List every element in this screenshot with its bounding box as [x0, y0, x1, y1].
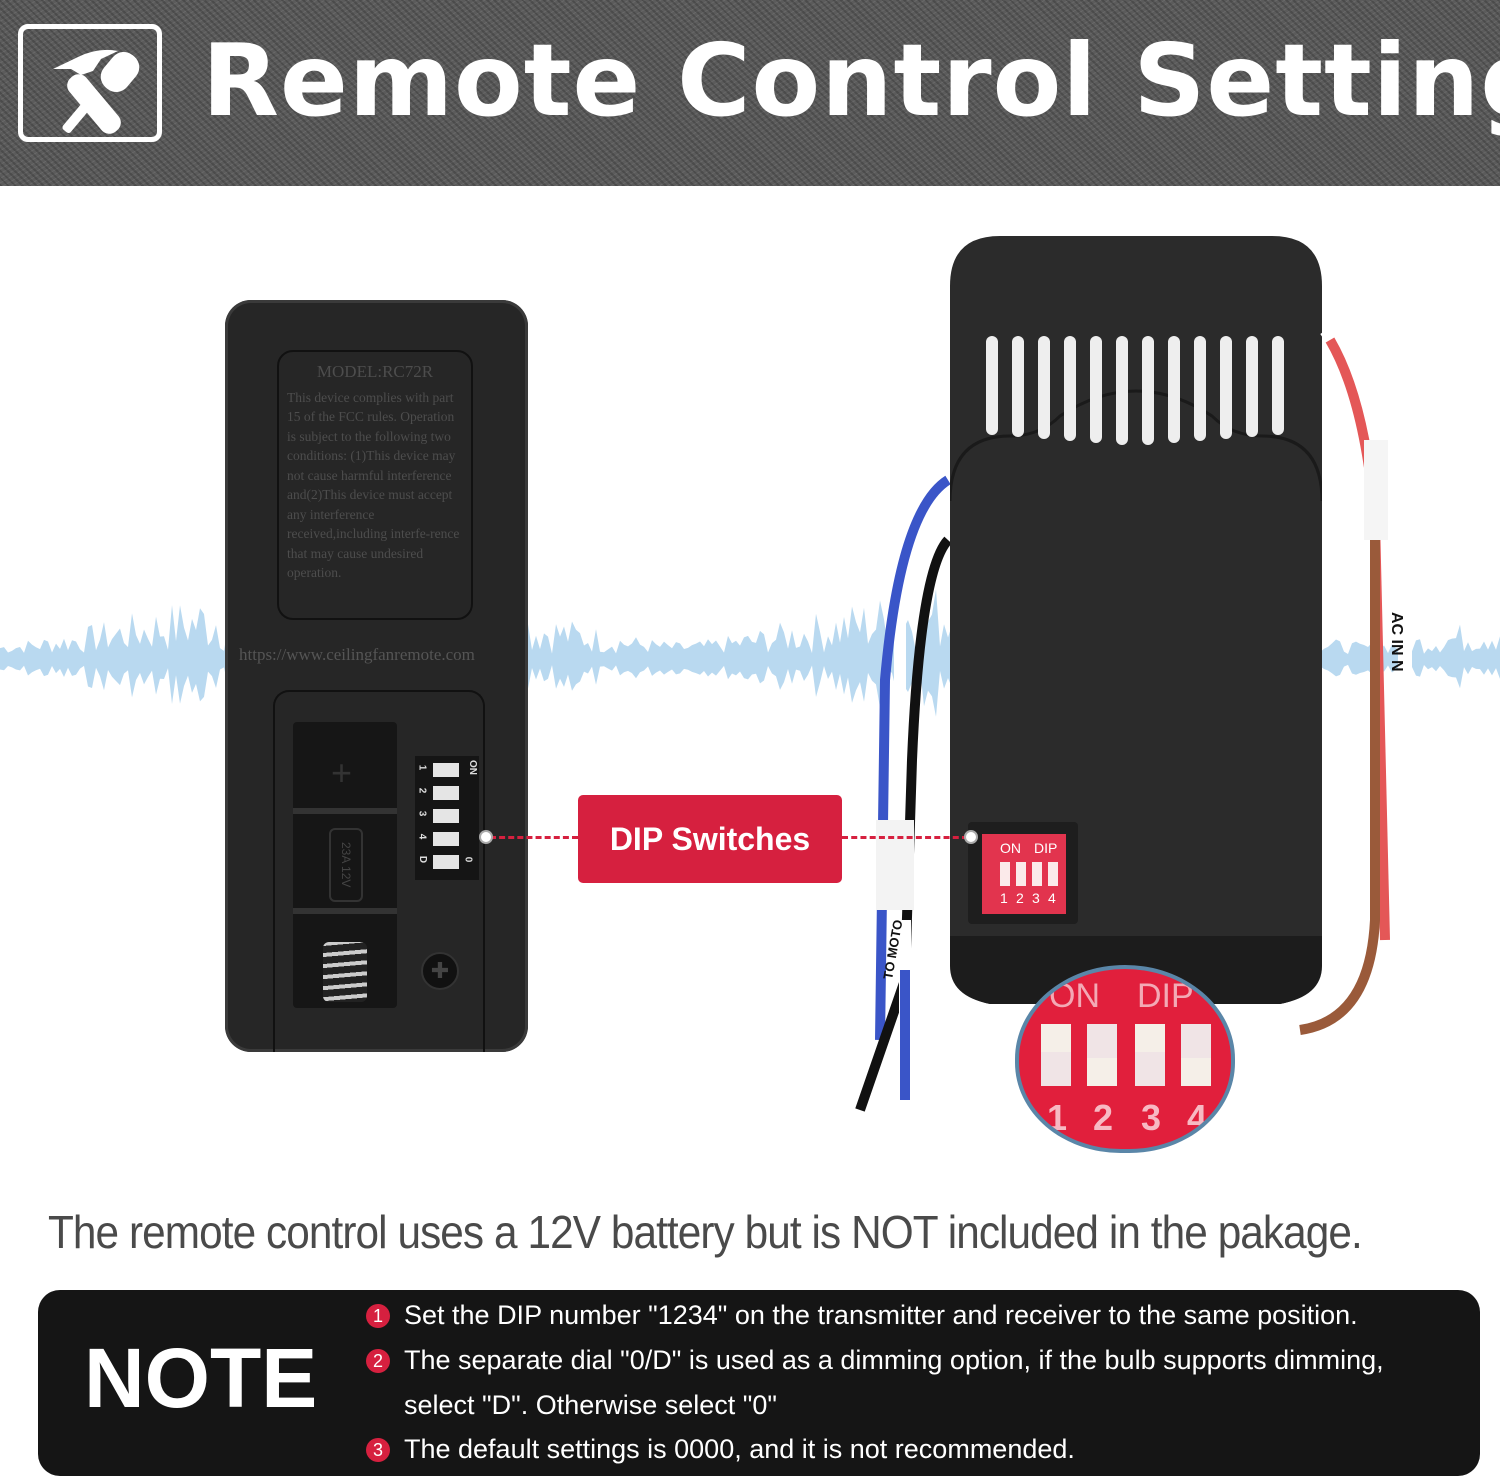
callout-dot [479, 830, 493, 844]
note-item: 2 The separate dial "0/D" is used as a di… [366, 1345, 1384, 1376]
dip-number: 1 [1047, 1097, 1068, 1138]
number-badge-icon: 3 [366, 1438, 390, 1462]
dip-toggle[interactable] [433, 832, 459, 846]
dip-toggle[interactable] [1048, 862, 1058, 886]
dip-number: 3 [1141, 1097, 1162, 1138]
dip-number: 1 [416, 764, 428, 771]
website-url: https://www.ceilingfanremote.com [239, 645, 475, 664]
dip-number: 2 [416, 787, 428, 794]
plus-icon: + [331, 752, 353, 793]
vent-slot [1194, 336, 1206, 441]
vent-slot [1090, 336, 1102, 443]
note-panel: NOTE 1 Set the DIP number "1234" on the t… [38, 1290, 1480, 1476]
battery-caption: The remote control uses a 12V battery bu… [48, 1206, 1363, 1258]
vent-slot [1064, 336, 1076, 441]
receiver-dip-switch[interactable]: ON DIP 1 2 3 4 [968, 822, 1078, 924]
vent-slot [1038, 336, 1050, 439]
vent-slot [1116, 336, 1128, 445]
dip-number: 2 [1016, 890, 1024, 906]
dip-number: 4 [1187, 1097, 1208, 1138]
fcc-label: MODEL:RC72R This device complies with pa… [277, 350, 473, 620]
header-banner: Remote Control Setting [0, 0, 1500, 186]
dip-panel: ON DIP 1 2 3 4 [982, 834, 1066, 914]
fcc-text: This device complies with part 15 of the… [287, 389, 460, 581]
dip-toggle[interactable] [433, 763, 459, 777]
dip-number: 3 [1032, 890, 1040, 906]
vent-slot [1246, 336, 1258, 437]
vent-slot [1012, 336, 1024, 437]
remote-control-back: MODEL:RC72R This device complies with pa… [225, 300, 528, 1052]
dip-toggle[interactable] [433, 809, 459, 823]
dip-toggle[interactable] [1032, 862, 1042, 886]
page-title: Remote Control Setting [202, 22, 1500, 139]
dip-number: 1 [1000, 890, 1008, 906]
note-item: 1 Set the DIP number "1234" on the transm… [366, 1300, 1358, 1331]
vent-slot [1168, 336, 1180, 443]
dip-toggle[interactable] [1016, 862, 1026, 886]
number-badge-icon: 2 [366, 1349, 390, 1373]
callout-dot [964, 830, 978, 844]
battery-contact [293, 808, 397, 814]
dip-label: DIP [1137, 977, 1194, 1015]
dip-number: 4 [416, 833, 428, 840]
dip-toggle [1181, 1024, 1211, 1086]
note-item-continuation: select "D". Otherwise select "0" [404, 1390, 777, 1420]
dip-toggle[interactable] [433, 855, 459, 869]
model-number: MODEL:RC72R [316, 362, 434, 381]
hammer-screwdriver-icon [18, 24, 162, 142]
dip-toggle [1041, 1024, 1071, 1086]
callout-connector-left [490, 836, 578, 839]
screw-icon: ✚ [421, 952, 459, 990]
battery-bay: + 23A 12V 1 2 3 4 D ON 0 ✚ [273, 690, 485, 1052]
battery-type-label: 23A 12V [329, 828, 363, 902]
remote-dip-switch[interactable]: 1 2 3 4 D ON 0 [415, 756, 479, 880]
dip-label: DIP [1034, 840, 1058, 856]
wires-left: TO MOTO [855, 284, 950, 1112]
dip-toggle [1087, 1024, 1117, 1086]
spring-icon [323, 942, 367, 1002]
battery-slot: + 23A 12V [293, 722, 397, 1008]
note-text: Set the DIP number "1234" on the transmi… [404, 1300, 1358, 1330]
wires-right: AC IN N [1299, 325, 1412, 1035]
dip-toggle[interactable] [1000, 862, 1010, 886]
vent-slot [986, 336, 998, 435]
dip-zoom-bubble: ON DIP 1 2 3 4 [1015, 965, 1235, 1153]
dip-zero-label: 0 [462, 856, 474, 863]
vent-slot [1142, 336, 1154, 445]
note-item: 3 The default settings is 0000, and it is… [366, 1434, 1075, 1465]
vent-slot [1272, 336, 1284, 435]
note-text: The default settings is 0000, and it is … [404, 1434, 1075, 1464]
dip-toggle [1135, 1024, 1165, 1086]
dip-number: 4 [1048, 890, 1056, 906]
wire-label-ac-in: AC IN N [1388, 612, 1405, 672]
number-badge-icon: 1 [366, 1304, 390, 1328]
vent-slot [1220, 336, 1232, 439]
dip-number: 2 [1093, 1097, 1114, 1138]
battery-contact [293, 908, 397, 914]
dip-switches-callout: DIP Switches [578, 795, 842, 883]
callout-connector-right [842, 836, 968, 839]
dip-on-label: ON [1000, 840, 1021, 856]
dip-number: 3 [416, 810, 428, 817]
note-text: The separate dial "0/D" is used as a dim… [404, 1345, 1384, 1375]
note-title: NOTE [84, 1331, 318, 1425]
dip-on-label: ON [467, 760, 478, 775]
dip-toggle[interactable] [433, 786, 459, 800]
dip-number: D [417, 855, 429, 864]
dip-on-label: ON [1049, 977, 1100, 1015]
